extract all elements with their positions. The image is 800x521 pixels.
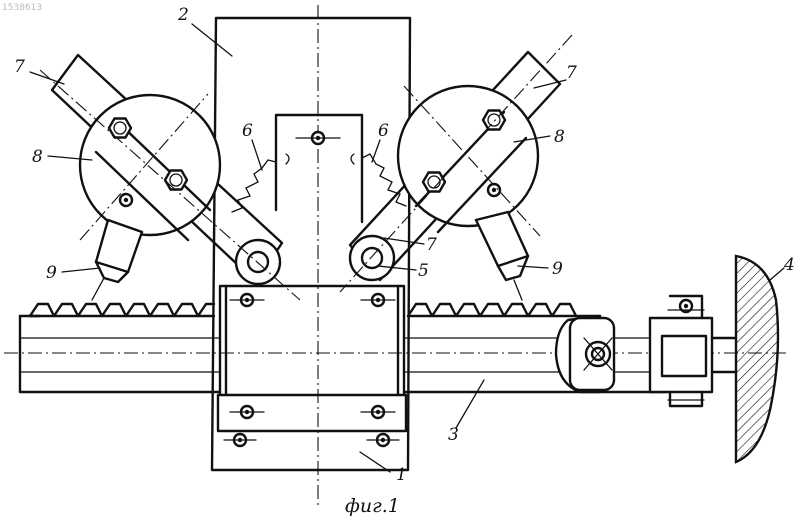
label-9-left: 9 <box>46 263 57 283</box>
label-3: 3 <box>448 425 459 445</box>
label-2: 2 <box>177 5 189 25</box>
bolt <box>120 194 132 206</box>
label-8-right: 8 <box>554 127 565 147</box>
clevis-joint <box>556 296 736 406</box>
bolt <box>423 173 445 192</box>
label-1: 1 <box>396 465 407 485</box>
label-7-right: 7 <box>566 63 577 83</box>
workpiece <box>736 256 778 462</box>
label-6-left: 6 <box>242 121 253 141</box>
right-arm-assembly <box>340 35 572 300</box>
label-5: 5 <box>418 261 429 281</box>
label-8-left: 8 <box>32 147 43 167</box>
slider-block <box>218 286 406 446</box>
label-7-mid: 7 <box>426 235 437 255</box>
label-9-right: 9 <box>552 259 563 279</box>
label-6-right: 6 <box>378 121 389 141</box>
watermark: 1538613 <box>2 3 42 13</box>
figure-caption: фиг.1 <box>345 495 400 517</box>
label-4: 4 <box>783 255 795 275</box>
bolt <box>488 184 500 196</box>
bolt <box>165 171 187 190</box>
label-7-left: 7 <box>14 57 25 77</box>
left-arm-assembly <box>40 55 300 300</box>
